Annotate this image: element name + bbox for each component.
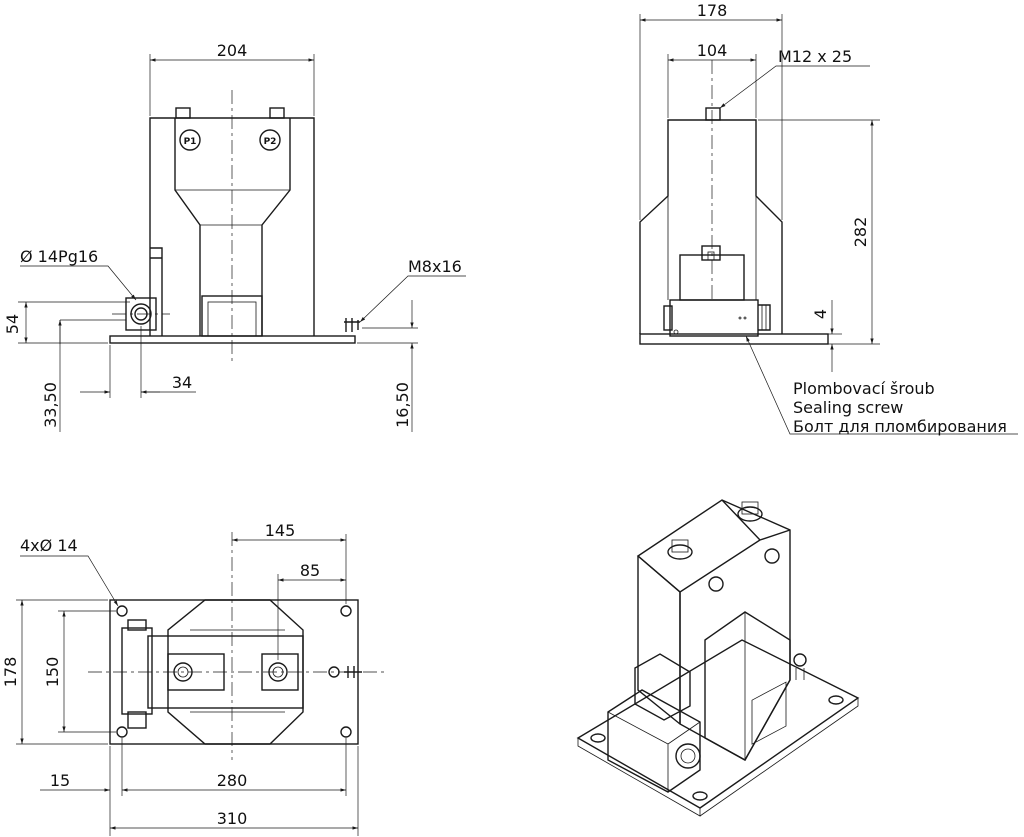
side-gland bbox=[758, 304, 771, 331]
terminal-p1-marker bbox=[179, 129, 201, 151]
mount-hole bbox=[340, 605, 352, 617]
mount-hole bbox=[116, 726, 128, 738]
dim-top-178-label: 178 bbox=[1, 657, 20, 688]
side-body bbox=[639, 119, 783, 334]
dim-side-height-label: 282 bbox=[851, 217, 870, 248]
top-holes-label: 4xØ 14 bbox=[20, 536, 78, 555]
dim-top-150-label: 150 bbox=[43, 657, 62, 688]
front-side-box bbox=[150, 247, 163, 336]
iso-base-plate bbox=[576, 639, 860, 809]
dim-front-gland-height-label: 33,50 bbox=[41, 382, 60, 428]
front-bolt-p2 bbox=[269, 107, 285, 119]
seal-label-ru: Болт для пломбирования bbox=[793, 417, 1007, 436]
top-view: 4xØ 14 145 85 178 150 15 280 310 bbox=[1, 521, 388, 836]
front-screw bbox=[344, 318, 360, 332]
dim-side-base-label: 4 bbox=[811, 309, 830, 319]
dim-top-280-label: 280 bbox=[217, 771, 248, 790]
front-screw-label: M8x16 bbox=[408, 257, 462, 276]
dim-front-screw-height-label: 16,50 bbox=[393, 382, 412, 428]
isometric-view bbox=[576, 499, 860, 817]
side-top-bolt bbox=[705, 107, 721, 121]
dim-side-inner-label: 104 bbox=[697, 41, 728, 60]
iso-gland bbox=[675, 743, 701, 769]
mount-hole bbox=[340, 726, 352, 738]
dim-top-85-label: 85 bbox=[300, 561, 320, 580]
dim-front-width-label: 204 bbox=[217, 41, 248, 60]
front-bolt-p1 bbox=[175, 107, 191, 119]
terminal-p1-label: P1 bbox=[184, 137, 197, 147]
iso-terminal-box bbox=[607, 689, 701, 793]
dim-top-145-label: 145 bbox=[265, 521, 296, 540]
seal-label-cz: Plombovací šroub bbox=[793, 379, 935, 398]
dim-front-height-label: 54 bbox=[3, 314, 22, 334]
dim-top-15-label: 15 bbox=[50, 771, 70, 790]
seal-label-en: Sealing screw bbox=[793, 398, 903, 417]
iso-bolt-2 bbox=[737, 506, 763, 522]
front-base-plate bbox=[109, 335, 356, 344]
dim-front-gland-offset-label: 34 bbox=[172, 373, 192, 392]
dim-top-310-label: 310 bbox=[217, 809, 248, 828]
side-view: 178 104 M12 x 25 282 4 Plombovací šroub … bbox=[639, 1, 1018, 436]
mount-hole bbox=[116, 605, 128, 617]
side-bolt-label: M12 x 25 bbox=[778, 47, 852, 66]
iso-bolt-1 bbox=[667, 544, 693, 560]
front-view: P1 P2 204 54 Ø 14Pg16 33,50 bbox=[3, 41, 466, 432]
terminal-p2-label: P2 bbox=[264, 137, 277, 147]
side-base-plate bbox=[639, 333, 829, 345]
front-gland-label: Ø 14Pg16 bbox=[20, 247, 98, 266]
side-terminal-box bbox=[669, 299, 759, 337]
front-body-chamfer bbox=[174, 118, 291, 336]
terminal-p2-marker bbox=[259, 129, 281, 151]
dim-side-width-label: 178 bbox=[697, 1, 728, 20]
